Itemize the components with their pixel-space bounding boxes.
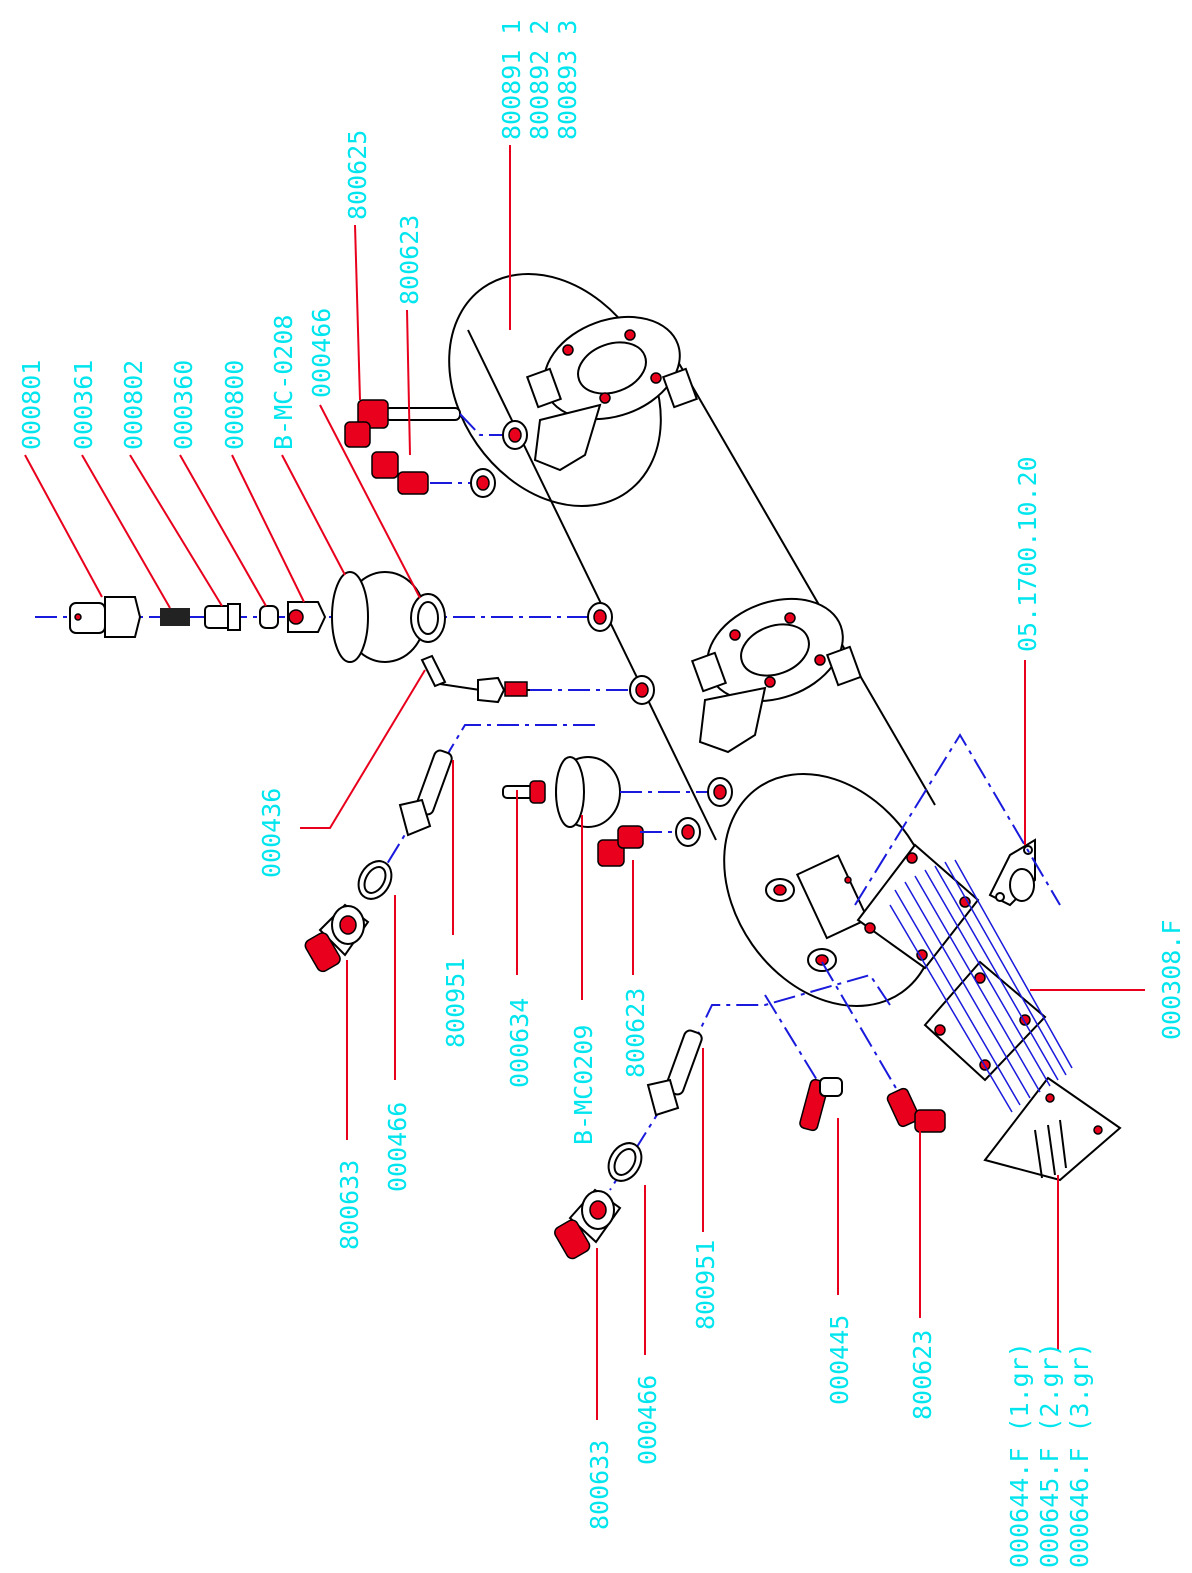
part-800625-elbow	[344, 399, 528, 450]
label-800623-bot: 800623	[908, 1330, 937, 1420]
part-800623-elbow-mid	[597, 817, 701, 867]
part-000436-probe	[420, 654, 655, 705]
label-000466-lower: 000466	[633, 1375, 662, 1465]
leader-lines	[24, 145, 1145, 1420]
part-000801	[69, 596, 142, 638]
label-800892: 800892 2	[525, 20, 554, 140]
label-000802: 000802	[119, 360, 148, 450]
label-b-mc0209: B-MC0209	[569, 1025, 598, 1145]
label-000466-top: 000466	[307, 308, 336, 398]
boss-axis-1	[587, 602, 613, 632]
label-000634: 000634	[505, 998, 534, 1088]
label-05-1700-10-20: 05.1700.10.20	[1013, 456, 1042, 652]
label-000800: 000800	[220, 360, 249, 450]
label-b-mc-0208: B-MC-0208	[269, 315, 298, 450]
label-800633-lower: 800633	[585, 1440, 614, 1530]
heating-element	[856, 843, 1122, 1182]
label-800951-upper: 800951	[441, 958, 470, 1048]
label-000466-mid: 000466	[383, 1102, 412, 1192]
label-000360: 000360	[169, 360, 198, 450]
label-800893: 800893 3	[553, 20, 582, 140]
part-800951-lower	[607, 973, 891, 1191]
label-000436: 000436	[257, 788, 286, 878]
part-000634-pin	[502, 780, 546, 804]
end-cap-fittings	[765, 854, 869, 972]
part-000802	[204, 603, 241, 631]
label-000645f: 000645.F (2.gr)	[1035, 1342, 1064, 1568]
part-000466-ring-top	[410, 593, 446, 643]
thermostat-part	[854, 733, 1061, 907]
label-000644f: 000644.F (1.gr)	[1005, 1342, 1034, 1568]
label-800625: 800625	[343, 130, 372, 220]
label-000361: 000361	[69, 360, 98, 450]
label-000308f: 000308.F	[1157, 920, 1186, 1040]
part-000800	[287, 601, 327, 633]
label-800623-top: 800623	[395, 215, 424, 305]
label-000445: 000445	[825, 1315, 854, 1405]
boiler-cylinder	[448, 273, 937, 1007]
part-800623-elbow-top	[371, 451, 496, 498]
label-800633-upper: 800633	[335, 1160, 364, 1250]
label-000646f: 000646.F (3.gr)	[1065, 1342, 1094, 1568]
middle-flange	[690, 597, 863, 754]
part-800951-upper	[357, 724, 595, 901]
label-000801: 000801	[17, 360, 46, 450]
part-800623-elbow-bot	[821, 961, 946, 1133]
part-800633-lower-valve	[554, 1188, 622, 1260]
top-flange	[525, 315, 699, 472]
label-800951-lower: 800951	[691, 1240, 720, 1330]
part-000361-spring	[160, 608, 190, 626]
part-000445-tee	[764, 994, 843, 1132]
part-800633-upper-valve	[304, 903, 370, 973]
part-000360	[259, 605, 279, 629]
label-800623-mid: 800623	[621, 988, 650, 1078]
part-b-mc0209-sleeve	[555, 756, 733, 828]
label-800891: 800891 1	[497, 20, 526, 140]
